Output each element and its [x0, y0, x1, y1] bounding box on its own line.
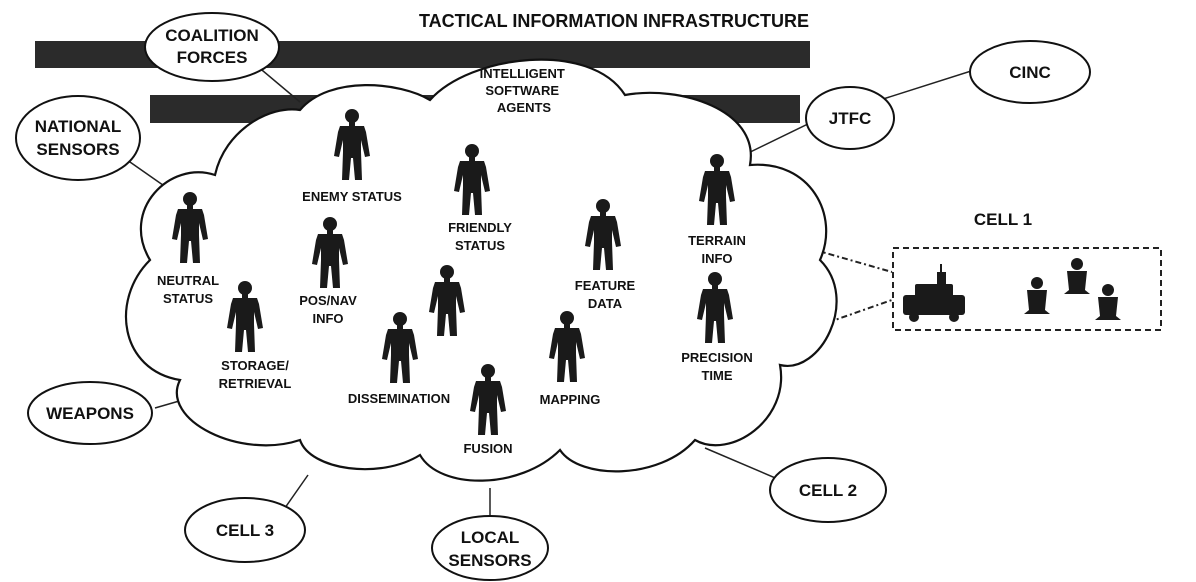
- agents-cloud: [125, 58, 838, 482]
- node-cell-2: CELL 2: [769, 457, 887, 523]
- svg-text:ENEMY STATUS: ENEMY STATUS: [302, 189, 402, 204]
- svg-text:FUSION: FUSION: [463, 441, 512, 456]
- node-weapons: WEAPONS: [27, 381, 153, 445]
- svg-text:JTFC: JTFC: [829, 109, 872, 128]
- node-cinc: CINC: [969, 40, 1091, 104]
- svg-text:CELL 2: CELL 2: [799, 481, 857, 500]
- svg-text:MAPPING: MAPPING: [540, 392, 601, 407]
- cloud-label: INTELLIGENT SOFTWARE AGENTS: [480, 66, 569, 115]
- soldiers-icon: [1024, 258, 1121, 320]
- svg-text:STORAGE/RETRIEVAL: STORAGE/RETRIEVAL: [219, 358, 292, 391]
- node-cell-3: CELL 3: [184, 497, 306, 563]
- agent-enemy-status: ENEMY STATUS: [302, 109, 402, 204]
- svg-text:CINC: CINC: [1009, 63, 1051, 82]
- agent-storage-retrieval: STORAGE/RETRIEVAL: [219, 281, 292, 391]
- agent-dissemination: DISSEMINATION: [348, 312, 450, 406]
- agent-fusion: FUSION: [463, 364, 513, 456]
- node-jtfc: JTFC: [805, 86, 895, 150]
- humvee-icon: [903, 264, 965, 322]
- svg-text:DISSEMINATION: DISSEMINATION: [348, 391, 450, 406]
- svg-text:CELL 3: CELL 3: [216, 521, 274, 540]
- agent-mapping: MAPPING: [540, 311, 601, 407]
- cell-1-box: [892, 247, 1162, 331]
- cell-1-label: CELL 1: [974, 210, 1032, 229]
- svg-text:WEAPONS: WEAPONS: [46, 404, 134, 423]
- diagram-title: TACTICAL INFORMATION INFRASTRUCTURE: [419, 11, 809, 31]
